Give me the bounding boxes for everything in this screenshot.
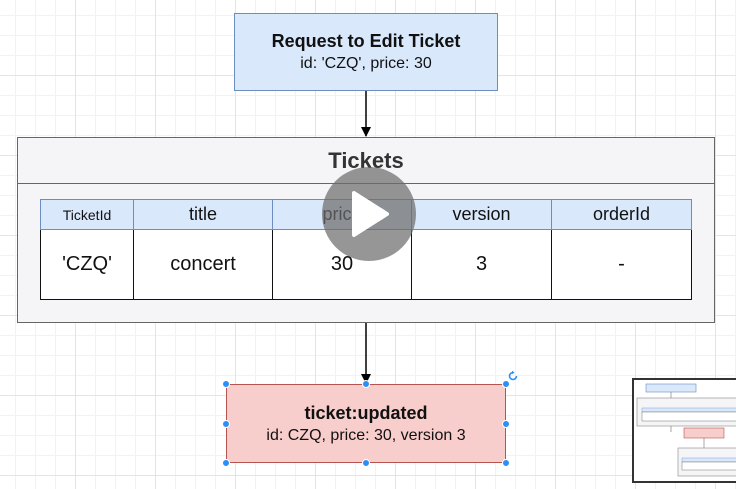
play-icon <box>352 191 389 237</box>
resize-handle-top-right[interactable] <box>502 380 510 388</box>
cell-ticketid: 'CZQ' <box>40 229 134 300</box>
resize-handle-middle-left[interactable] <box>222 420 230 428</box>
column-header-orderid: orderId <box>551 199 692 230</box>
cell-version: 3 <box>411 229 552 300</box>
request-to-edit-ticket-box[interactable]: Request to Edit Ticket id: 'CZQ', price:… <box>234 13 498 91</box>
play-button[interactable] <box>322 167 416 261</box>
cell-title: concert <box>133 229 273 300</box>
request-subtitle: id: 'CZQ', price: 30 <box>300 55 432 72</box>
resize-handle-bottom-center[interactable] <box>362 459 370 467</box>
column-header-version: version <box>411 199 552 230</box>
table-row: 'CZQ' concert 30 3 - <box>40 229 692 300</box>
resize-handle-bottom-right[interactable] <box>502 459 510 467</box>
diagram-outline-minimap[interactable] <box>632 378 736 483</box>
resize-handle-middle-right[interactable] <box>502 420 510 428</box>
column-header-ticketid: TicketId <box>40 199 134 230</box>
request-title: Request to Edit Ticket <box>271 31 461 51</box>
column-header-title: title <box>133 199 273 230</box>
resize-handle-bottom-left[interactable] <box>222 459 230 467</box>
resize-handle-top-center[interactable] <box>362 380 370 388</box>
event-subtitle: id: CZQ, price: 30, version 3 <box>266 426 466 444</box>
minimap-preview <box>634 380 736 481</box>
resize-handle-top-left[interactable] <box>222 380 230 388</box>
cell-orderid: - <box>551 229 692 300</box>
event-title: ticket:updated <box>304 402 428 423</box>
rotate-icon[interactable] <box>507 370 519 382</box>
ticket-updated-event-box[interactable]: ticket:updated id: CZQ, price: 30, versi… <box>226 384 506 463</box>
